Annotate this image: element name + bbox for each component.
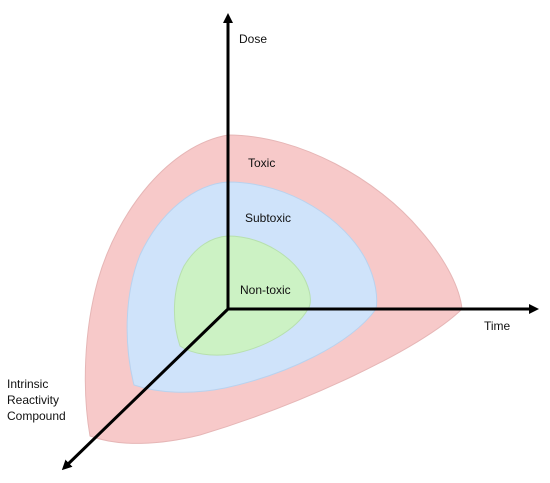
nontoxic-region bbox=[173, 235, 311, 356]
intrinsic-label-line-2: Reactivity bbox=[7, 393, 59, 407]
intrinsic-reactivity-axis bbox=[61, 307, 230, 471]
intrinsic-label-line-3: Compound bbox=[7, 409, 66, 423]
nontoxic-label: Non-toxic bbox=[240, 283, 291, 297]
time-label: Time bbox=[484, 319, 511, 333]
intrinsic-label-line-1: Intrinsic bbox=[7, 377, 48, 391]
dose-label: Dose bbox=[239, 32, 267, 46]
subtoxic-label: Subtoxic bbox=[245, 211, 291, 225]
toxic-label: Toxic bbox=[248, 156, 275, 170]
